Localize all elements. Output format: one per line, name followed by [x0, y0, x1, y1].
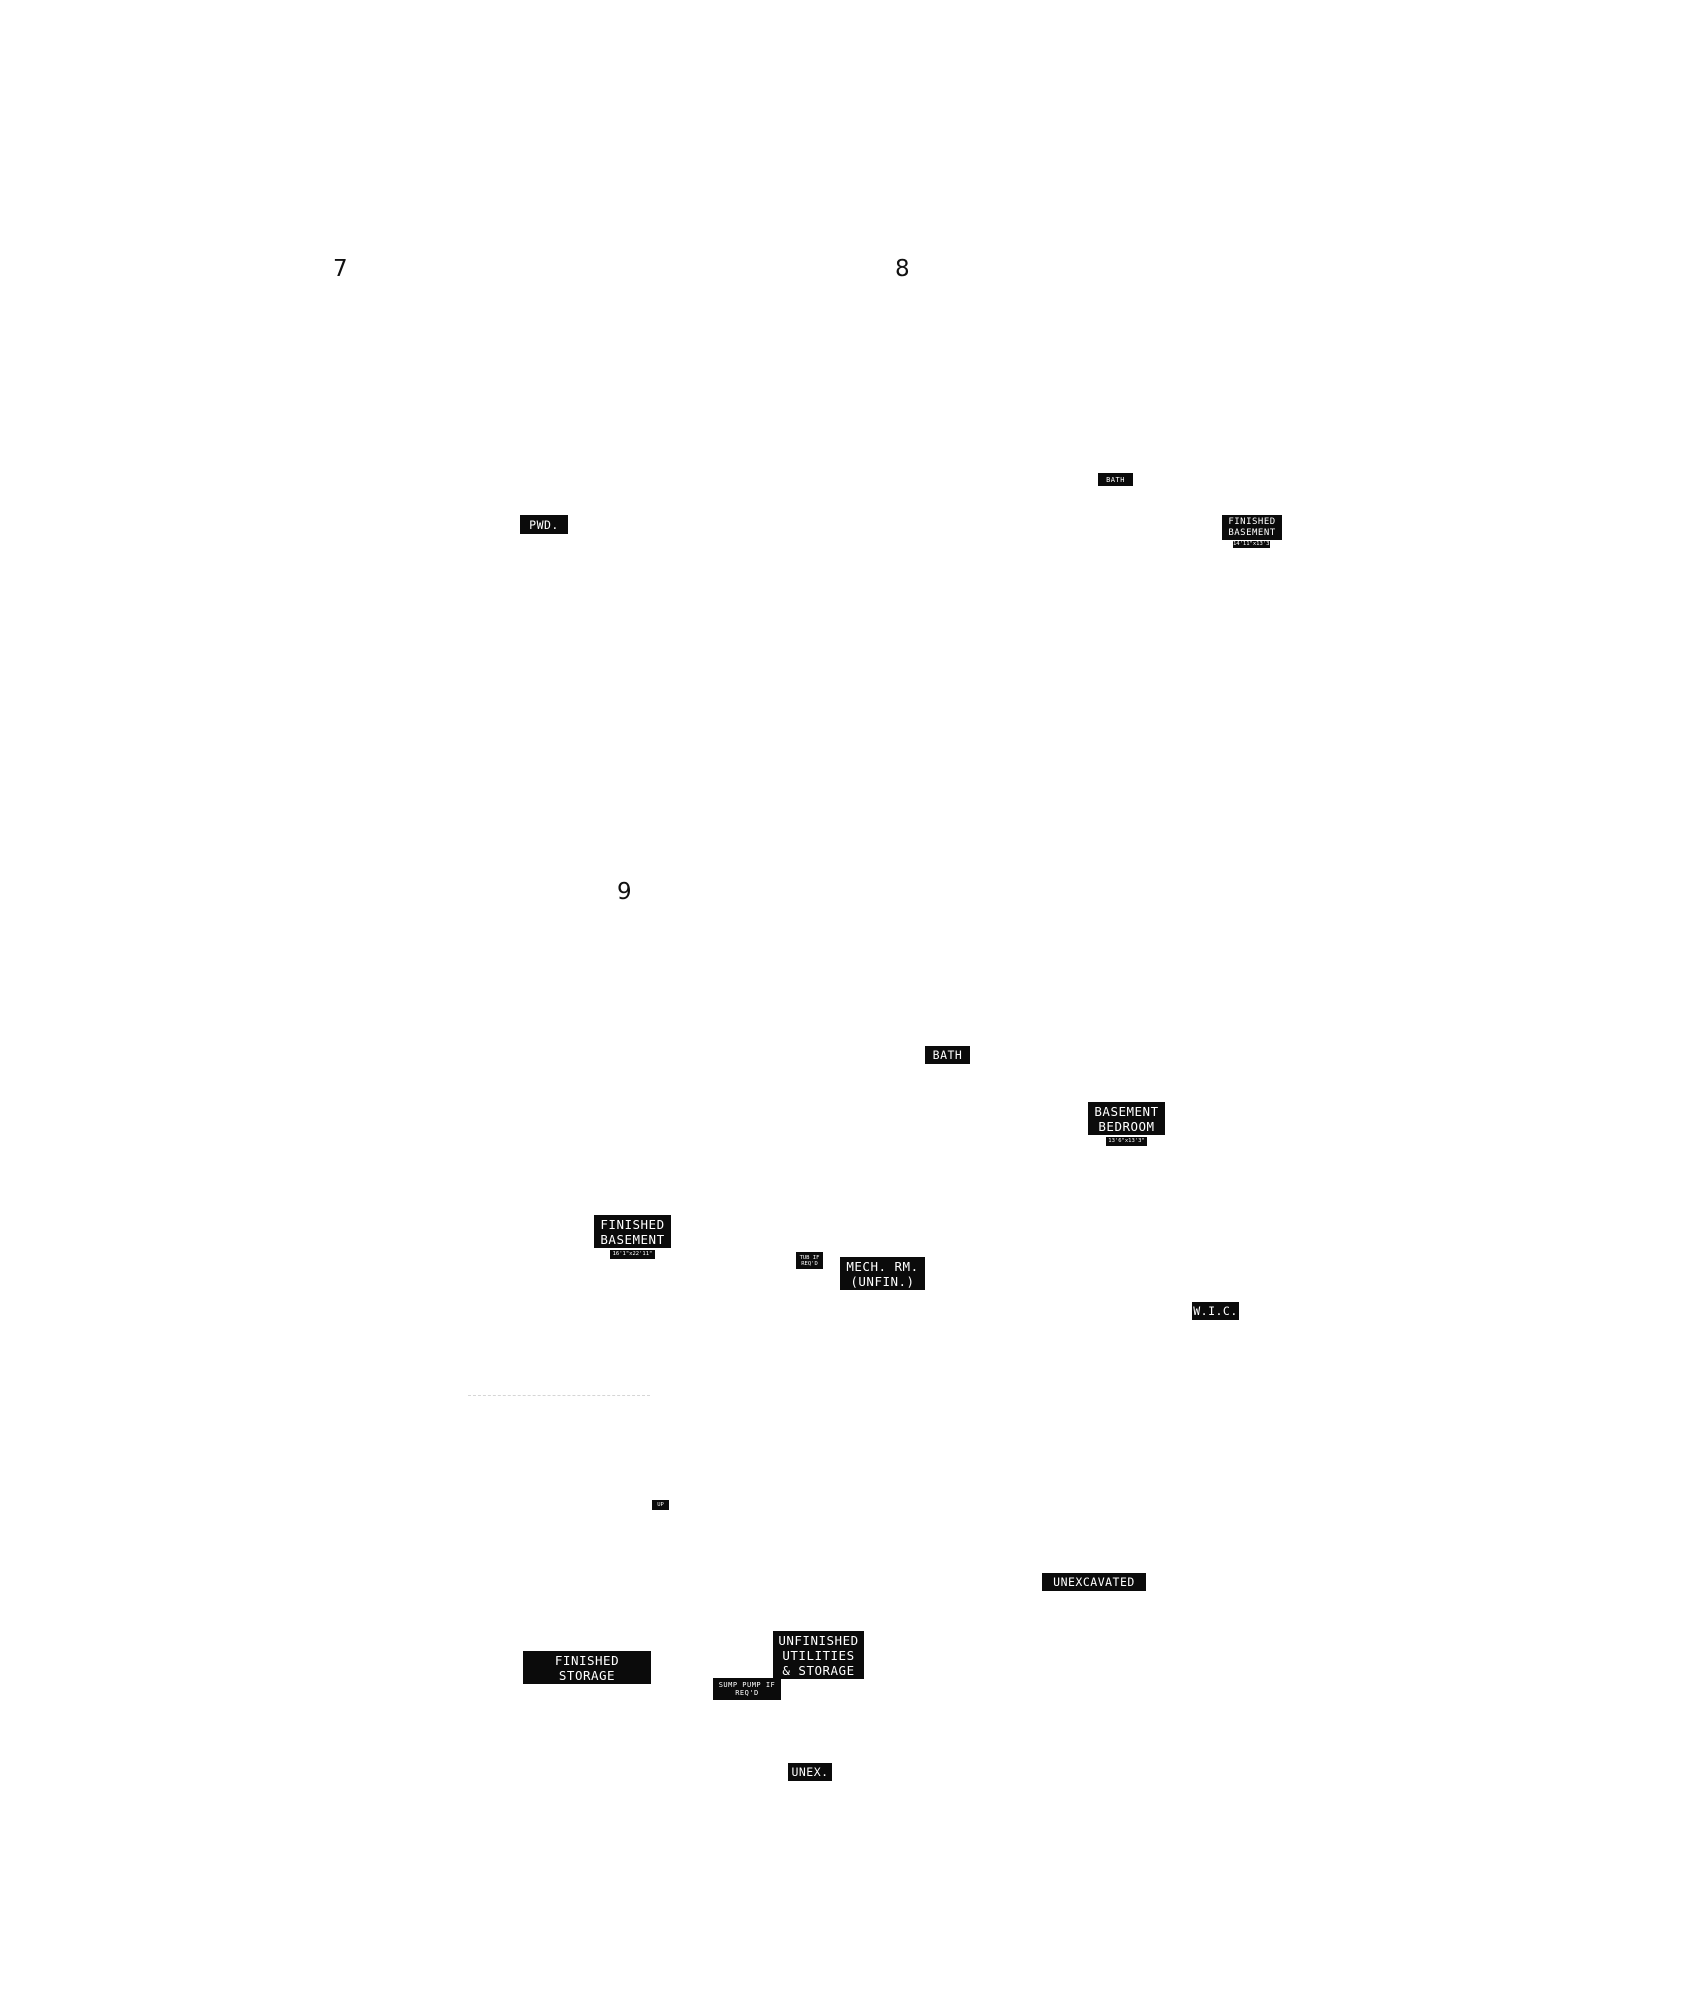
room-dimension-finished-basement: 14'11"x13'3" [1233, 541, 1273, 548]
plan-number-9: 9 [617, 879, 632, 905]
room-label-finished-basement: FINISHED BASEMENT [594, 1215, 671, 1248]
room-label-bath: BATH [925, 1046, 970, 1064]
plan-number-8: 8 [895, 256, 910, 282]
dashed-line [468, 1395, 650, 1396]
room-label-basement-bedroom: BASEMENT BEDROOM [1088, 1102, 1165, 1135]
room-dimension-basement-bedroom: 13'6"x13'3" [1106, 1137, 1147, 1146]
room-label-bath: BATH [1098, 473, 1133, 486]
note-label-sump-pump: SUMP PUMP IF REQ'D [713, 1678, 781, 1700]
room-label-unex: UNEX. [788, 1763, 832, 1781]
note-label-tub: TUB IF REQ'D [796, 1252, 823, 1269]
room-label-unexcavated: UNEXCAVATED [1042, 1573, 1146, 1591]
plan-number-7: 7 [333, 256, 348, 282]
room-label-mech-room: MECH. RM. (UNFIN.) [840, 1257, 925, 1290]
room-label-finished-storage: FINISHED STORAGE [523, 1651, 651, 1684]
room-label-unfinished-utilities: UNFINISHED UTILITIES & STORAGE [773, 1631, 864, 1679]
stair-label-up: UP [652, 1500, 669, 1510]
room-dimension-finished-basement: 16'1"x22'11" [610, 1250, 655, 1259]
room-label-walk-in-closet: W.I.C. [1192, 1302, 1239, 1320]
room-label-finished-basement: FINISHED BASEMENT [1222, 515, 1282, 540]
room-label-powder: PWD. [520, 515, 568, 534]
